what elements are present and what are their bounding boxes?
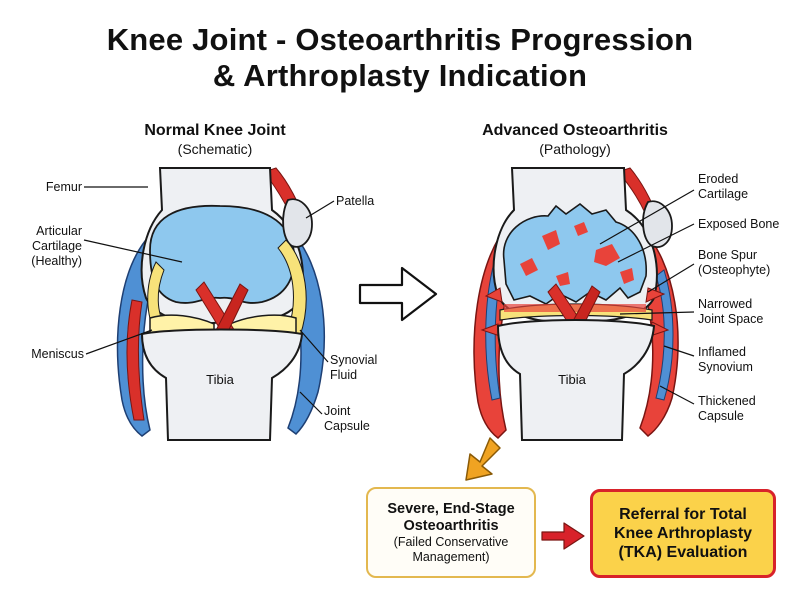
- normal-articular-cartilage: [149, 204, 296, 304]
- normal-knee-subheading: (Schematic): [177, 141, 253, 157]
- advanced-oa-heading: Advanced Osteoarthritis: [482, 122, 668, 139]
- label-exposed-bone: Exposed Bone: [698, 217, 780, 231]
- title-line-1: Knee Joint - Osteoarthritis Progression: [106, 22, 694, 57]
- normal-knee-illustration: [116, 167, 325, 441]
- normal-collateral-ligament-left: [126, 299, 145, 421]
- advanced-oa-subheading: (Pathology): [539, 141, 611, 157]
- normal-tibia-bone: [140, 328, 304, 441]
- normal-patella-bone: [282, 198, 313, 248]
- normal-leader-lines: [83, 186, 335, 415]
- label-meniscus: Meniscus: [31, 347, 84, 361]
- advanced-oa-illustration: [473, 167, 679, 441]
- advanced-patella-bone: [642, 200, 673, 248]
- advanced-exposed-bone: [542, 230, 560, 250]
- label-bone-spur: Bone Spur (Osteophyte): [698, 248, 771, 277]
- normal-knee-heading: Normal Knee Joint: [144, 122, 286, 139]
- referral-arrow: [541, 522, 585, 550]
- severe-line-2: Osteoarthritis: [403, 517, 499, 534]
- referral-line-3: (TKA) Evaluation: [618, 544, 748, 561]
- label-inflamed-synovium: Inflamed Synovium: [698, 345, 753, 374]
- label-articular-cartilage: Articular Cartilage (Healthy): [31, 224, 82, 268]
- severe-line-4: Management): [412, 549, 490, 564]
- severe-line-3: (Failed Conservative: [393, 534, 509, 549]
- advanced-leader-lines: [599, 189, 695, 405]
- label-femur: Femur: [45, 180, 82, 194]
- label-patella: Patella: [336, 194, 375, 208]
- page-title: Knee Joint - Osteoarthritis Progression …: [0, 22, 800, 94]
- label-narrowed-joint-space: Narrowed Joint Space: [698, 297, 764, 326]
- severe-line-1: Severe, End-Stage: [387, 500, 515, 517]
- referral-line-1: Referral for Total: [619, 506, 747, 523]
- title-line-2: & Arthroplasty Indication: [212, 58, 588, 93]
- label-thickened-capsule: Thickened Capsule: [698, 394, 756, 423]
- label-tibia-normal: Tibia: [206, 372, 234, 387]
- severe-osteoarthritis-box: Severe, End-Stage Osteoarthritis (Failed…: [366, 487, 536, 578]
- progression-arrow: [358, 266, 438, 322]
- advanced-tibia-bone: [496, 319, 656, 441]
- label-synovial-fluid: Synovial Fluid: [330, 353, 378, 382]
- severity-arrow: [465, 437, 501, 481]
- label-eroded-cartilage: Eroded Cartilage: [698, 172, 749, 201]
- advanced-bone-spur: [484, 287, 503, 303]
- referral-line-2: Knee Arthroplasty: [613, 525, 753, 542]
- label-joint-capsule: Joint Capsule: [324, 404, 370, 433]
- label-tibia-advanced: Tibia: [558, 372, 586, 387]
- tka-referral-box: Referral for Total Knee Arthroplasty (TK…: [590, 489, 776, 578]
